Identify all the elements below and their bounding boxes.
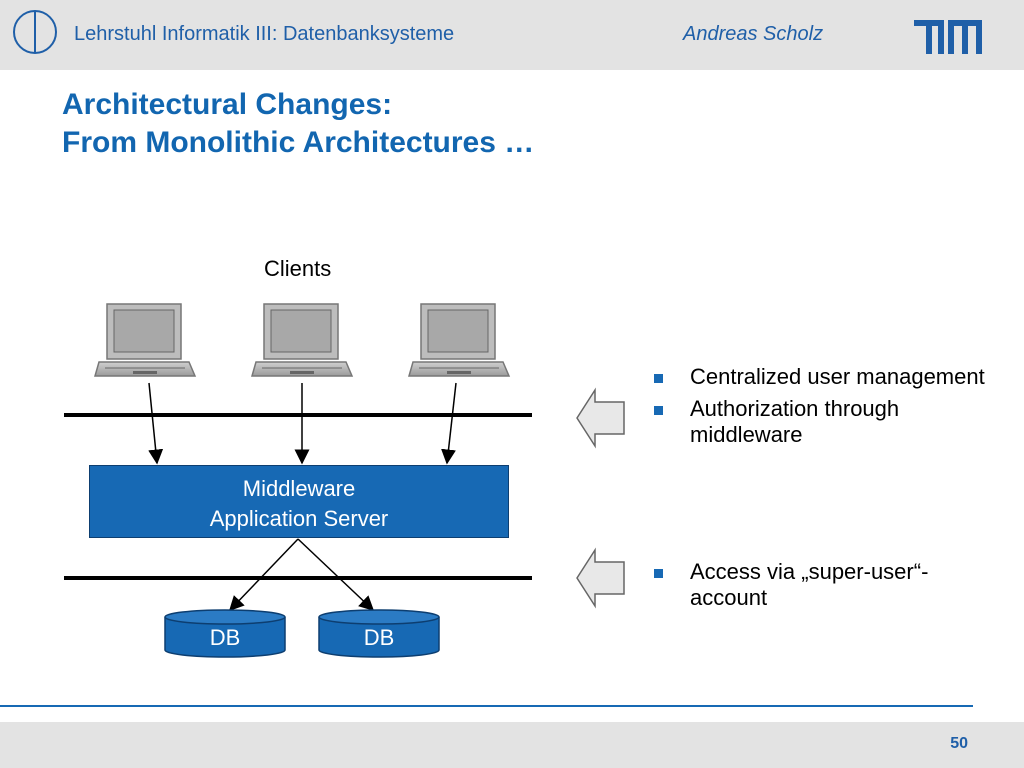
client-laptop-icon — [408, 303, 511, 377]
bullet-item: Centralized user management — [650, 364, 990, 390]
application-server-label: Application Server — [209, 506, 389, 531]
client-arrow — [441, 382, 457, 465]
page-number: 50 — [950, 735, 968, 752]
left-block-arrow-icon — [576, 547, 625, 609]
database-icon — [164, 609, 286, 658]
database-icon — [318, 609, 440, 658]
slide-header: Lehrstuhl Informatik III: Datenbanksyste… — [0, 0, 1024, 70]
middleware-box: Middleware Application Server — [89, 465, 509, 538]
slide-footer: 50 — [0, 722, 1024, 768]
client-laptop-icon — [251, 303, 354, 377]
university-seal-icon — [13, 10, 57, 54]
bullet-item: Access via „super-user“-account — [650, 559, 990, 611]
clients-label: Clients — [264, 256, 332, 281]
left-block-arrow-icon — [576, 387, 625, 449]
tum-logo-icon — [914, 20, 982, 54]
department-name: Lehrstuhl Informatik III: Datenbanksyste… — [74, 23, 455, 45]
db-label: DB — [209, 625, 241, 650]
bullet-item: Authorization through middleware — [650, 396, 990, 448]
author-name: Andreas Scholz — [683, 23, 824, 45]
middleware-label: Middleware — [242, 476, 356, 501]
db-arrow — [228, 538, 299, 612]
db-label: DB — [363, 625, 395, 650]
bullet-list: Centralized user management Authorizatio… — [650, 364, 990, 610]
footer-divider — [0, 705, 973, 707]
title-line-2: From Monolithic Architectures … — [62, 126, 535, 159]
title-line-1: Architectural Changes: — [62, 88, 393, 121]
client-laptop-icon — [94, 303, 197, 377]
slide-title: Architectural Changes: From Monolithic A… — [62, 86, 534, 162]
client-arrow — [148, 382, 164, 465]
db-arrow — [297, 538, 375, 612]
